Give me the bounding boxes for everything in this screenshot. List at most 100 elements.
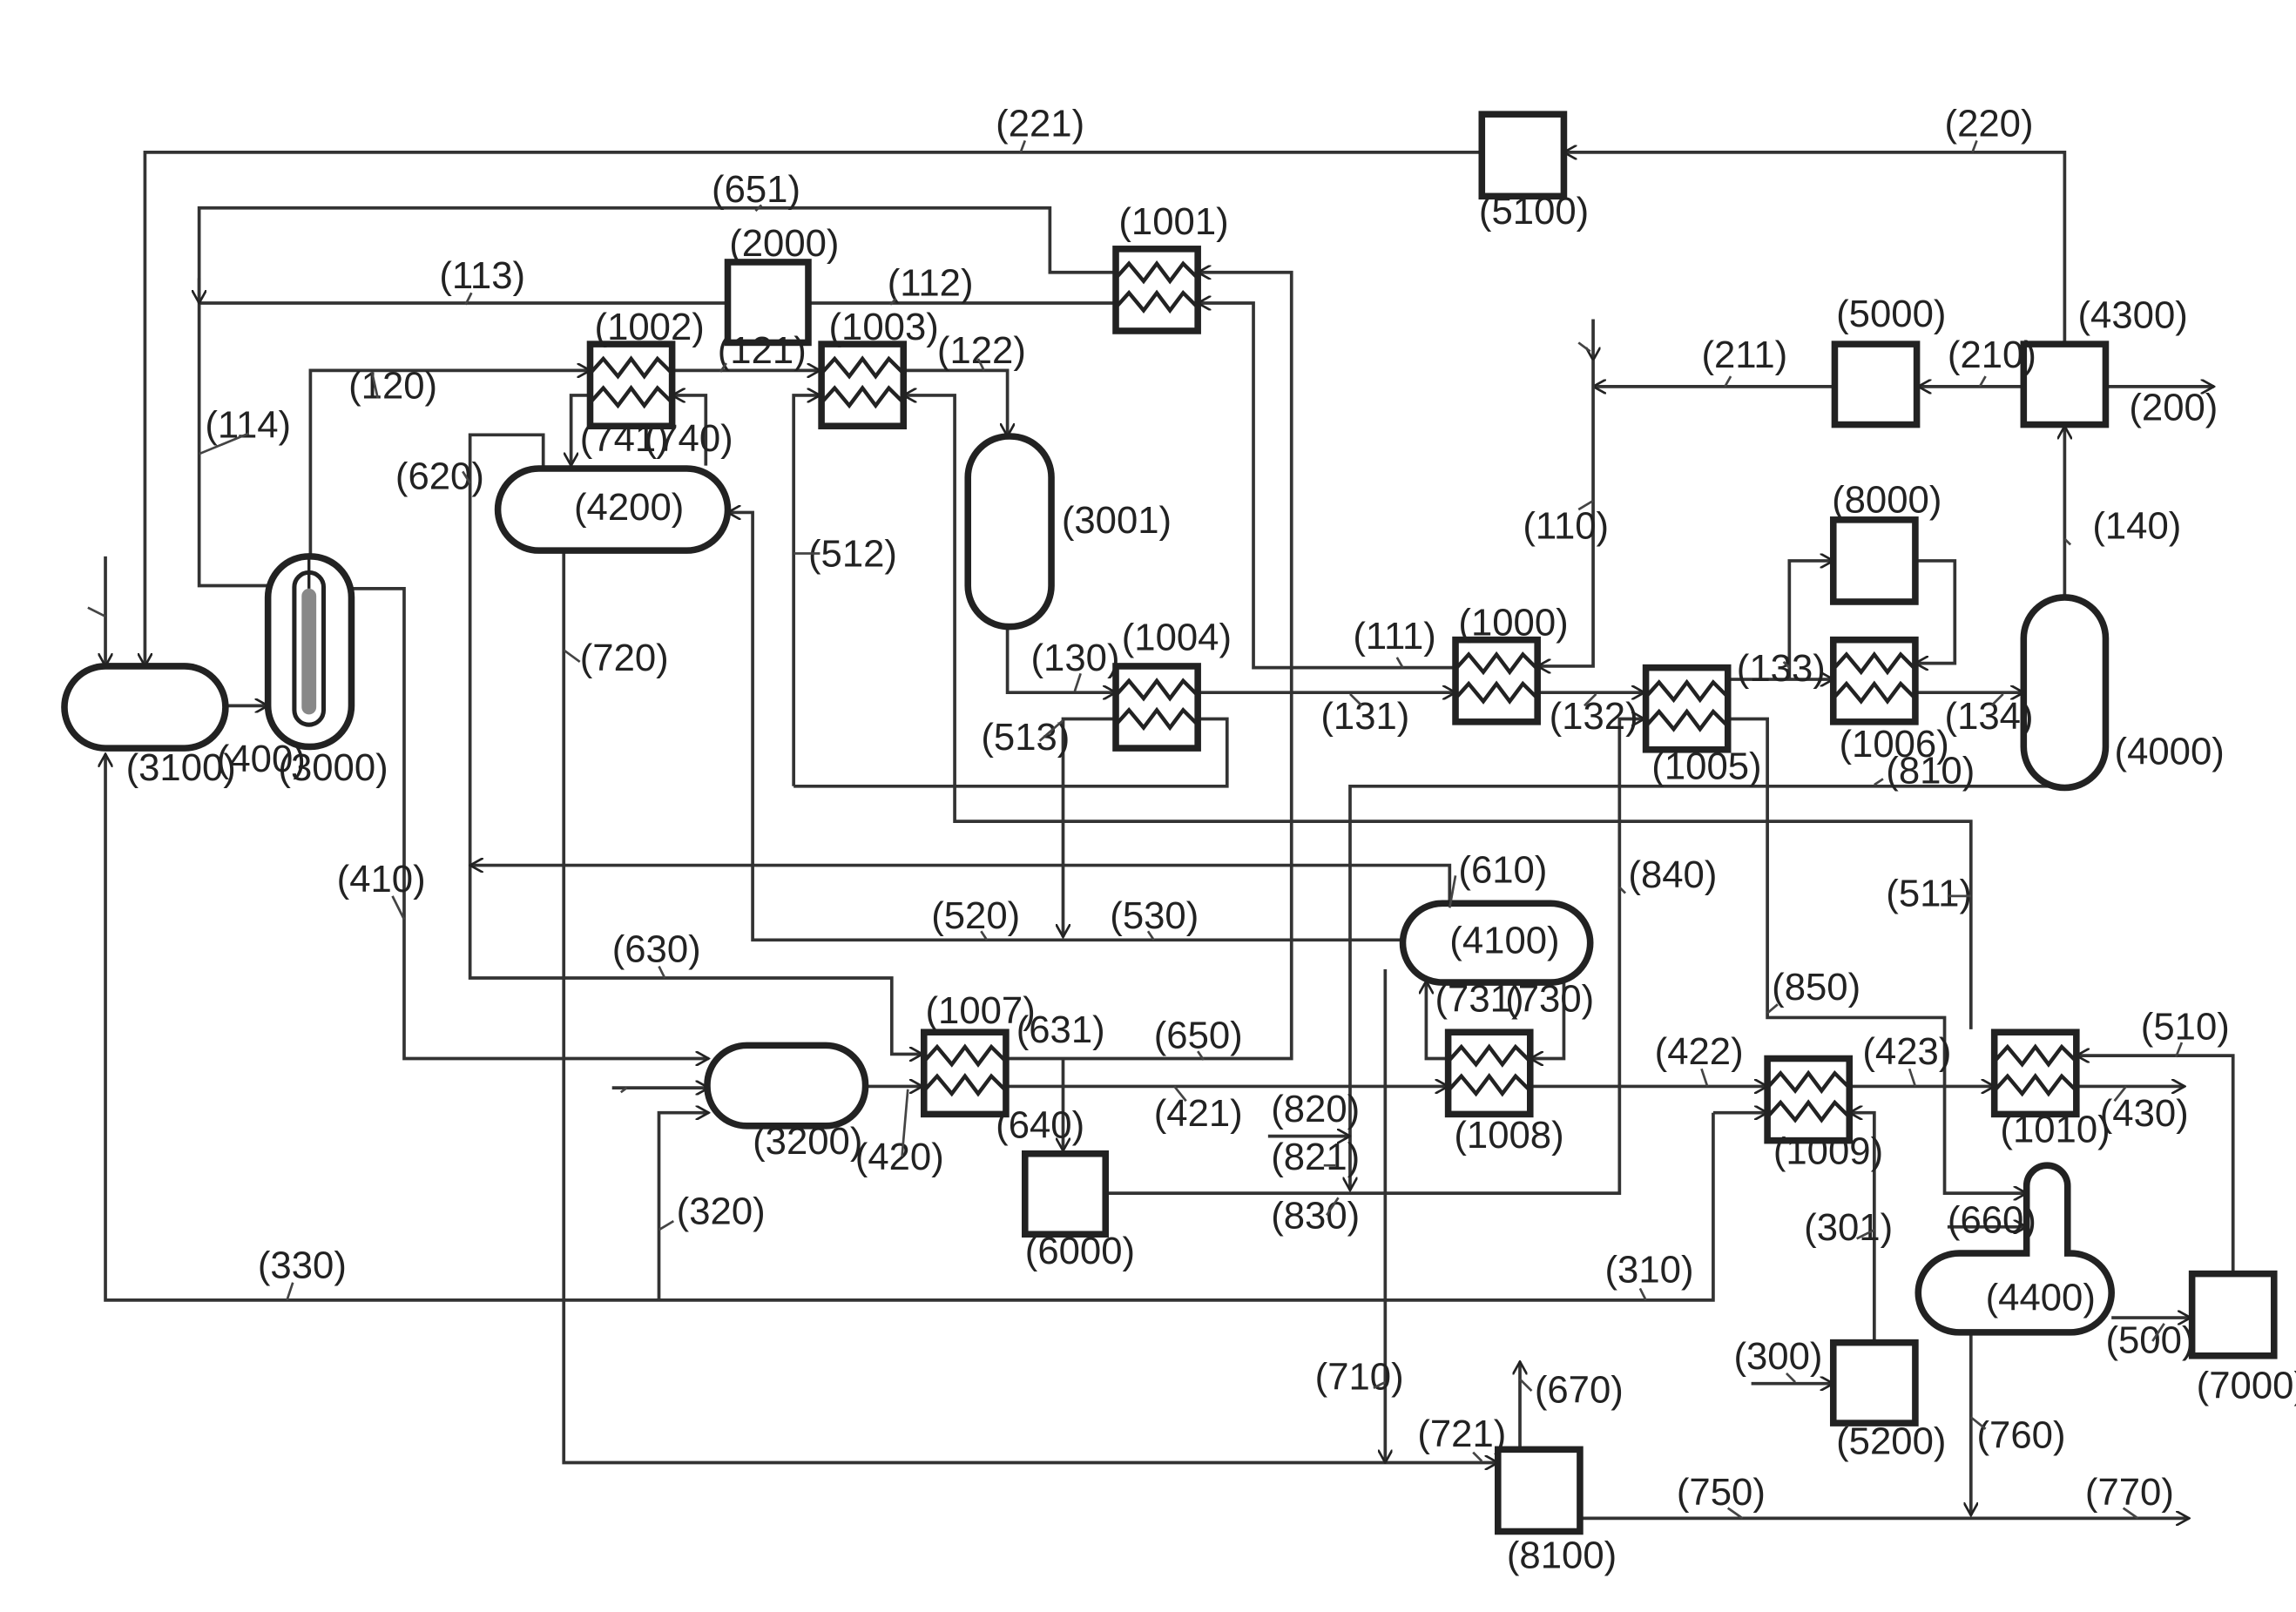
label-8000: (8000): [1832, 478, 1941, 521]
label-110: (110): [1523, 505, 1609, 548]
label-760: (760): [1977, 1414, 2066, 1457]
heat-exchanger-1009: [1767, 1058, 1849, 1140]
label-410: (410): [337, 858, 426, 900]
label-422: (422): [1655, 1030, 1744, 1073]
label-131: (131): [1320, 695, 1409, 738]
label-511: (511): [1886, 873, 1972, 915]
label-730: (730): [1505, 978, 1594, 1021]
label-512: (512): [808, 533, 897, 576]
label-221: (221): [996, 102, 1084, 145]
label-121: (121): [718, 329, 807, 372]
label-300: (300): [1733, 1335, 1822, 1378]
label-210: (210): [1948, 334, 2036, 376]
label-840: (840): [1628, 853, 1717, 896]
heat-exchanger-1005: [1646, 668, 1728, 750]
label-740: (740): [645, 417, 733, 460]
label-630: (630): [612, 928, 701, 971]
label-1000: (1000): [1458, 602, 1568, 644]
label-7000: (7000): [2197, 1365, 2296, 1407]
label-1005: (1005): [1651, 745, 1761, 787]
label-830: (830): [1271, 1195, 1360, 1238]
label-400: (400): [217, 738, 306, 780]
unit-7000: [2192, 1274, 2274, 1356]
vessel-3200: [707, 1045, 866, 1125]
label-1010: (1010): [2000, 1108, 2110, 1150]
label-770: (770): [2085, 1471, 2174, 1514]
label-113: (113): [439, 254, 525, 297]
pipe-220: [1563, 152, 2064, 341]
label-220: (220): [1945, 102, 2034, 145]
label-4400: (4400): [1986, 1277, 2096, 1319]
label-320: (320): [677, 1190, 766, 1232]
label-420: (420): [855, 1136, 944, 1178]
label-620: (620): [395, 455, 484, 498]
label-1009: (1009): [1773, 1130, 1883, 1173]
pipe-513: [1063, 718, 1116, 936]
label-670: (670): [1535, 1369, 1624, 1412]
vessel-3001: [968, 436, 1051, 627]
label-133: (133): [1737, 647, 1826, 690]
label-6000: (6000): [1025, 1230, 1135, 1272]
heat-exchanger-1006: [1833, 640, 1915, 722]
label-5200: (5200): [1836, 1420, 1946, 1462]
label-4300: (4300): [2078, 294, 2188, 337]
label-114: (114): [205, 404, 291, 447]
label-1002: (1002): [595, 306, 705, 348]
label-821: (821): [1271, 1136, 1360, 1178]
heat-exchanger-1010: [1995, 1032, 2077, 1114]
label-810: (810): [1886, 749, 1975, 792]
label-1008: (1008): [1454, 1114, 1563, 1157]
label-1001: (1001): [1118, 200, 1228, 243]
label-5100: (5100): [1479, 190, 1589, 233]
label-610: (610): [1458, 849, 1547, 892]
label-850: (850): [1772, 966, 1860, 1008]
label-310: (310): [1605, 1249, 1694, 1292]
unit-6000: [1025, 1154, 1105, 1234]
label-820: (820): [1271, 1088, 1360, 1130]
label-4000: (4000): [2115, 731, 2225, 773]
label-651: (651): [712, 168, 800, 211]
label-3200: (3200): [753, 1120, 862, 1163]
label-132: (132): [1550, 695, 1638, 738]
label-721: (721): [1417, 1413, 1506, 1455]
label-650: (650): [1154, 1015, 1243, 1057]
label-8100: (8100): [1507, 1534, 1617, 1577]
label-500: (500): [2105, 1319, 2194, 1361]
pipe-111: [1198, 303, 1455, 668]
label-301: (301): [1804, 1206, 1893, 1249]
heat-exchanger-1004: [1116, 666, 1198, 748]
label-120: (120): [348, 364, 437, 407]
heat-exchanger-1007: [924, 1032, 1006, 1114]
label-720: (720): [580, 637, 669, 679]
vessel-4000: [2023, 597, 2105, 788]
pipe-651: [199, 208, 1116, 303]
label-200: (200): [2129, 387, 2218, 429]
unit-5200: [1833, 1343, 1915, 1423]
unit-5000: [1834, 344, 1916, 424]
reactor-3000: [268, 556, 352, 747]
heat-exchanger-1003: [821, 344, 903, 426]
label-510: (510): [2141, 1006, 2230, 1049]
label-640: (640): [996, 1103, 1084, 1146]
label-2000: (2000): [729, 222, 839, 265]
label-530: (530): [1110, 894, 1199, 937]
label-430: (430): [2100, 1092, 2189, 1135]
label-4200: (4200): [574, 486, 684, 529]
unit-8000: [1833, 520, 1915, 602]
heat-exchanger-1008: [1449, 1032, 1530, 1114]
label-513: (513): [981, 716, 1070, 759]
pipe-330: [105, 754, 1713, 1300]
vessel-3100: [64, 666, 226, 748]
label-211: (211): [1701, 334, 1787, 376]
unit-5100: [1482, 114, 1563, 196]
label-134: (134): [1945, 695, 2034, 738]
label-423: (423): [1862, 1030, 1951, 1073]
unit-8100: [1498, 1449, 1580, 1531]
label-5000: (5000): [1836, 293, 1946, 335]
label-330: (330): [258, 1244, 347, 1287]
label-710: (710): [1315, 1355, 1404, 1398]
label-130: (130): [1031, 637, 1120, 679]
heat-exchanger-1001: [1116, 249, 1198, 331]
label-1003: (1003): [829, 306, 939, 348]
